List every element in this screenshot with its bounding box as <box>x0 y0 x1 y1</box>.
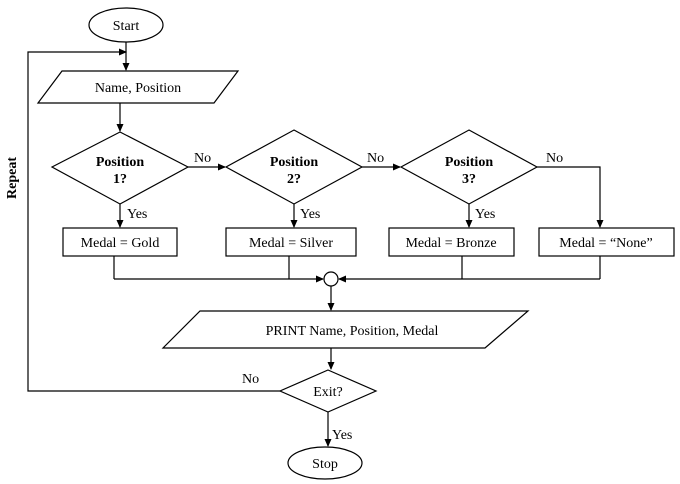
input-label: Name, Position <box>95 81 181 96</box>
no-label-3: No <box>546 151 563 166</box>
merge-connector <box>323 271 339 287</box>
decision-2-line1: Position <box>270 155 318 170</box>
stop-terminal <box>287 446 363 480</box>
exit-label: Exit? <box>313 385 343 400</box>
yes-label-1: Yes <box>127 207 147 222</box>
decision-2-line2: 2? <box>287 172 301 187</box>
repeat-loop-arrow <box>27 48 280 392</box>
medal-gold-box <box>62 227 178 257</box>
yes-label-2: Yes <box>300 207 320 222</box>
start-label: Start <box>113 19 140 34</box>
no-label-1: No <box>194 151 211 166</box>
print-shape <box>161 310 530 349</box>
decision-3-line1: Position <box>445 155 493 170</box>
medal-silver-label: Medal = Silver <box>249 236 333 251</box>
no-label-2: No <box>367 151 384 166</box>
input-shape <box>36 70 240 104</box>
medal-bronze-label: Medal = Bronze <box>405 236 496 251</box>
medal-gold-label: Medal = Gold <box>81 236 160 251</box>
decision-1-line2: 1? <box>113 172 127 187</box>
exit-yes-label: Yes <box>332 428 352 443</box>
medal-bronze-box <box>388 227 515 257</box>
arrow-no-3-to-none <box>537 166 604 228</box>
medal-none-label: Medal = “None” <box>559 236 652 251</box>
print-label: PRINT Name, Position, Medal <box>266 324 439 339</box>
yes-label-3: Yes <box>475 207 495 222</box>
stop-label: Stop <box>312 457 338 472</box>
decision-1-line1: Position <box>96 155 144 170</box>
decision-3-line2: 3? <box>462 172 476 187</box>
medal-silver-box <box>225 227 357 257</box>
medal-none-box <box>538 227 675 257</box>
repeat-label: Repeat <box>5 157 20 199</box>
exit-no-label: No <box>242 372 259 387</box>
